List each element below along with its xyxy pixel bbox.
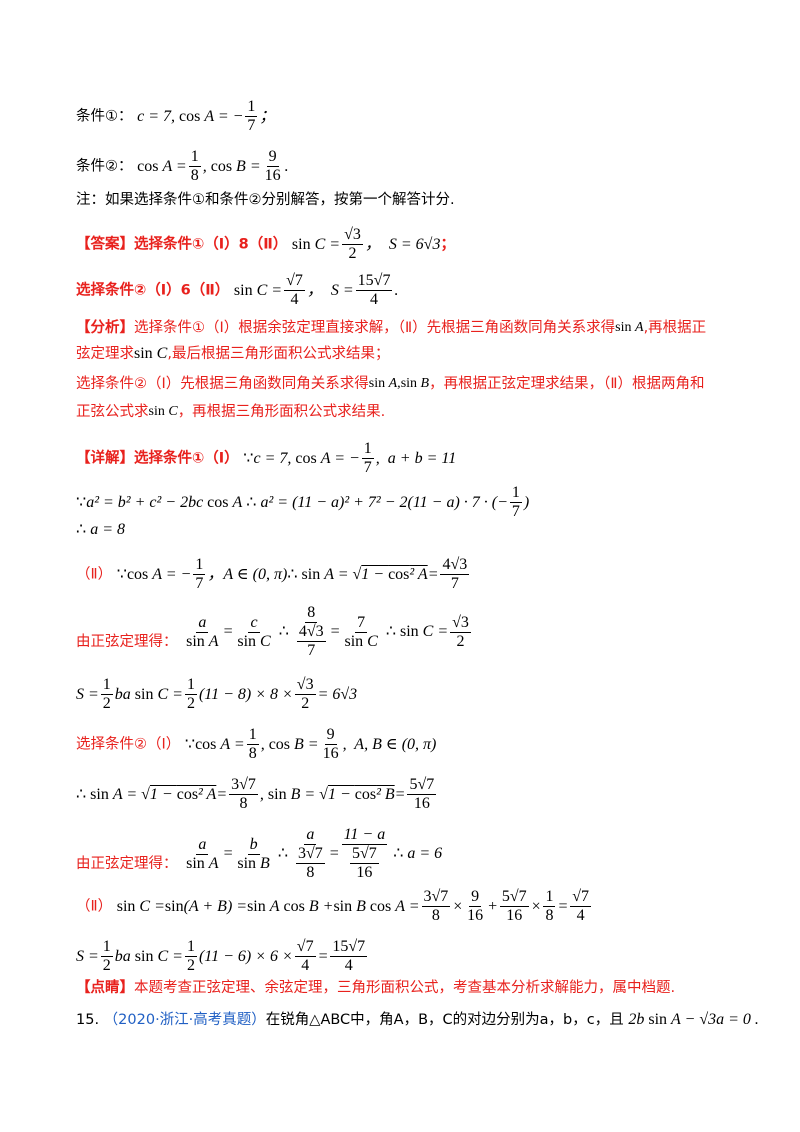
sine-rule-label-1: 由正弦定理得： xyxy=(76,634,178,650)
answer-tag: 【答案】 xyxy=(76,236,134,253)
detail-c1-part2: （Ⅱ） xyxy=(76,566,113,583)
condition-2-label: 条件②： xyxy=(76,158,133,175)
comment-line: 【点睛】本题考查正弦定理、余弦定理，三角形面积公式，考查基本分析求解能力，属中档… xyxy=(76,978,675,998)
answer-line-2-text: 选择条件②（Ⅰ）6（Ⅱ） xyxy=(76,282,230,299)
question-number: 15. xyxy=(76,1012,100,1028)
detail-c2-part1: 选择条件②（Ⅰ） xyxy=(76,736,181,753)
result-a-8: ∴ a = 8 xyxy=(76,521,125,538)
sinC-line: （Ⅱ） sin C = sin(A + B) = sin A cos B + s… xyxy=(76,888,592,924)
detail-c2-part2: （Ⅱ） xyxy=(76,898,113,915)
question-15: 15. （2020·浙江·高考真题）在锐角△ABC中，角A，B，C的对边分别为a… xyxy=(76,1011,759,1028)
note: 注：如果选择条件①和条件②分别解答，按第一个解答计分. xyxy=(76,192,455,208)
analysis-text-3b: ，再根据正弦定理求结果，（Ⅱ）根据两角和 xyxy=(429,376,705,392)
analysis-text-1b: ,再根据正 xyxy=(643,320,707,336)
analysis-tag: 【分析】 xyxy=(76,320,134,336)
answer-line-1-text: 选择条件①（Ⅰ）8（Ⅱ） xyxy=(134,236,288,253)
question-text: 在锐角△ABC中，角A，B，C的对边分别为a，b，c，且 xyxy=(265,1012,624,1028)
comment-text: 本题考查正弦定理、余弦定理，三角形面积公式，考查基本分析求解能力，属中档题. xyxy=(134,980,676,996)
analysis-text-1a: 选择条件①（Ⅰ）根据余弦定理直接求解，（Ⅱ）先根据三角函数同角关系求得 xyxy=(134,320,616,336)
analysis-text-2b: ,最后根据三角形面积公式求结果； xyxy=(167,346,390,362)
detail-c1-part1: 选择条件①（Ⅰ） xyxy=(134,450,239,467)
condition-1-label: 条件①： xyxy=(76,108,133,125)
sine-rule-label-2: 由正弦定理得： xyxy=(76,856,178,872)
analysis-text-4b: ，再根据三角形面积公式求结果. xyxy=(177,404,386,420)
analysis-text-2a: 弦定理求 xyxy=(76,346,134,362)
cosine-rule-eq: ∵a² = b² + c² − 2bc cos A ∴ a² = (11 − a… xyxy=(76,484,530,520)
comment-tag: 【点睛】 xyxy=(76,980,134,996)
analysis-text-3a: 选择条件②（Ⅰ）先根据三角函数同角关系求得 xyxy=(76,376,369,392)
analysis-text-4a: 正弦公式求 xyxy=(76,404,149,420)
detail-tag: 【详解】 xyxy=(76,450,134,467)
question-source: （2020·浙江·高考真题） xyxy=(103,1012,266,1028)
